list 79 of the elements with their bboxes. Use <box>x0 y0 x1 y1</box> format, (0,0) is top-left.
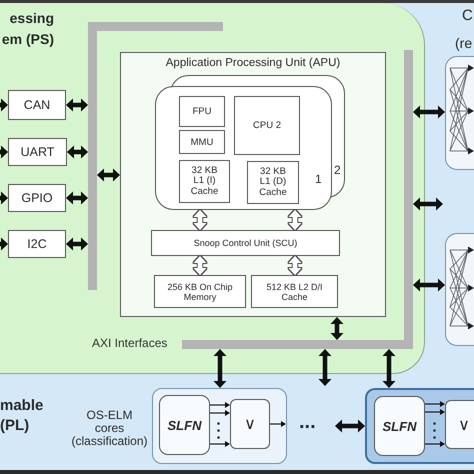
box-label: FPU <box>192 106 212 117</box>
heading-text: C <box>462 7 473 24</box>
box-label: CAN <box>24 98 50 112</box>
system-region <box>0 3 425 374</box>
arrow <box>425 441 445 447</box>
output-block <box>230 399 270 449</box>
box-label: ∨ <box>244 415 256 433</box>
arrow <box>210 410 230 416</box>
box-label: UART <box>20 145 54 159</box>
double-arrow <box>413 106 445 118</box>
arrow <box>0 98 8 112</box>
double-arrow <box>288 210 302 230</box>
box-label: Snoop Control Unit (SCU) <box>194 238 298 248</box>
cache-box <box>251 275 338 308</box>
bus-bar <box>404 50 413 340</box>
double-arrow <box>413 198 443 210</box>
double-arrow <box>194 210 206 230</box>
arrow <box>0 146 8 158</box>
bus-bar <box>97 22 223 31</box>
component-box <box>179 96 225 127</box>
arrow <box>270 421 286 427</box>
interface-box <box>8 90 66 120</box>
control-unit-box <box>151 230 340 256</box>
box-label: SLFN <box>382 418 416 434</box>
card-number: 2 <box>334 163 341 177</box>
box-label: CPU 2 <box>253 120 281 131</box>
double-arrow <box>97 168 120 182</box>
cache-box <box>179 160 230 203</box>
box-label: 32 KB L1 (I) Cache <box>190 166 220 198</box>
double-arrow <box>288 256 302 275</box>
core-panel <box>152 388 287 464</box>
arrow <box>210 402 230 408</box>
panel-title: Application Processing Unit (APU) <box>164 57 342 70</box>
double-arrow <box>413 278 445 292</box>
card-number: 1 <box>315 172 322 186</box>
core-card-stack <box>155 75 345 210</box>
region-title: essing em (PS) <box>0 9 54 49</box>
bus-bar <box>182 340 413 349</box>
arrow <box>425 409 445 415</box>
interface-box <box>8 184 66 212</box>
box-label: 32 KB L1 (D) Cache <box>258 166 288 198</box>
network-block <box>374 396 425 456</box>
arrow <box>0 192 8 204</box>
heading-text: (re <box>455 35 472 51</box>
output-block <box>445 400 474 449</box>
component-box <box>179 130 225 154</box>
box-label: 512 KB L2 D/I Cache <box>265 282 324 302</box>
double-arrow <box>214 349 226 388</box>
box-label: SLFN <box>168 418 202 432</box>
core-panel <box>365 388 474 464</box>
double-arrow <box>66 98 88 112</box>
bus-label: AXI Interfaces <box>92 336 168 350</box>
arrow <box>210 441 230 447</box>
double-arrow <box>335 420 365 432</box>
ellipsis-text: ... <box>299 411 316 434</box>
box-label: GPIO <box>21 191 53 205</box>
double-arrow <box>66 192 88 204</box>
interface-box <box>8 230 66 258</box>
arrow <box>425 401 445 407</box>
double-arrow <box>67 146 88 158</box>
box-label: ∨ <box>458 416 470 434</box>
double-arrow <box>194 256 206 275</box>
unit-panel <box>120 52 386 317</box>
arrow <box>0 238 8 250</box>
box-label: MMU <box>190 136 214 148</box>
component-box <box>234 96 300 155</box>
network-block <box>159 395 210 455</box>
double-arrow <box>330 317 344 340</box>
region-title: mable (PL) <box>0 396 44 436</box>
cache-box <box>247 161 299 204</box>
box-label: I2C <box>27 237 47 251</box>
double-arrow <box>382 349 396 388</box>
double-arrow <box>318 349 332 386</box>
box-label: 256 KB On Chip Memory <box>166 282 234 302</box>
double-arrow <box>66 238 88 250</box>
group-label: OS-ELM cores (classification) <box>71 409 148 448</box>
memory-box <box>154 275 246 308</box>
interface-box <box>8 138 67 166</box>
bus-bar <box>88 22 97 290</box>
